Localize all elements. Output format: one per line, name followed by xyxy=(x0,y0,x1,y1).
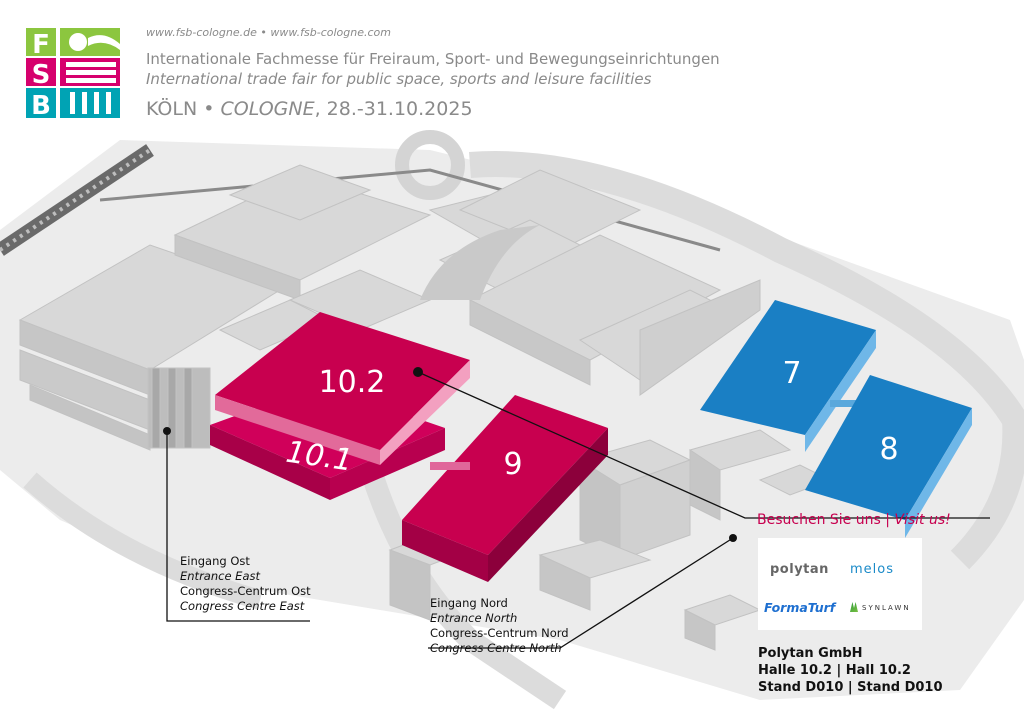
hall-9-front xyxy=(488,428,608,582)
hall-10 xyxy=(210,312,470,500)
hall-number: Halle 10.2 | Hall 10.2 xyxy=(758,663,911,678)
logo-letter-s: S xyxy=(32,60,51,90)
railway-2 xyxy=(99,168,721,252)
fair-title-english: International trade fair for public spac… xyxy=(146,70,652,88)
fair-location-dates: KÖLN • COLOGNE, 28.-31.10.2025 xyxy=(146,98,473,120)
stand-number: Stand D010 | Stand D010 xyxy=(758,680,943,695)
hall-10-2-side xyxy=(215,395,380,465)
entrance-east-label: Eingang Ost Entrance East Congress-Centr… xyxy=(180,554,311,613)
stand-leader-line xyxy=(417,371,990,519)
hall-10-2-front xyxy=(380,360,470,465)
hall-9 xyxy=(402,395,608,582)
hall-10-1-side xyxy=(210,425,330,500)
hall-8-top xyxy=(805,375,972,520)
entrance-north-leader xyxy=(428,537,734,649)
grass-icon xyxy=(850,602,858,612)
exhibitor-info: Polytan GmbH Halle 10.2 | Hall 10.2 Stan… xyxy=(758,645,943,696)
road-east xyxy=(23,472,263,610)
roundabout xyxy=(395,130,465,200)
fair-title-german: Internationale Fachmesse für Freiraum, S… xyxy=(146,50,720,68)
fsb-logo: F S B xyxy=(26,28,120,121)
entrance-north-label: Eingang Nord Entrance North Congress-Cen… xyxy=(430,596,569,655)
synlawn-logo: SYNLAWN xyxy=(850,602,911,612)
grey-buildings xyxy=(18,164,832,651)
hall-label-9: 9 xyxy=(503,447,522,482)
fair-dates: , 28.-31.10.2025 xyxy=(314,98,473,120)
hall-label-10-2: 10.2 xyxy=(319,365,386,400)
melos-logo: melos xyxy=(850,562,894,577)
brand-logos-panel: polytan melos FormaTurf SYNLAWN xyxy=(758,538,922,630)
road-ring xyxy=(469,151,1024,570)
hall-7 xyxy=(700,300,876,452)
city-english: COLOGNE xyxy=(220,98,315,120)
logo-letter-b: B xyxy=(31,91,51,121)
arched-hall xyxy=(420,225,540,300)
company-name: Polytan GmbH xyxy=(758,646,863,661)
polytan-logo: polytan xyxy=(770,562,829,577)
hall-label-8: 8 xyxy=(879,432,898,467)
hall-8-front xyxy=(905,408,972,538)
hall-7-top xyxy=(700,300,876,435)
city-german: KÖLN • xyxy=(146,98,215,120)
hall-10-2-top xyxy=(215,312,470,450)
hall-7-front xyxy=(805,330,876,452)
hall-9-top xyxy=(402,395,608,555)
hall-label-7: 7 xyxy=(782,356,801,391)
visit-us-callout: Besuchen Sie uns | Visit us! xyxy=(757,512,951,528)
hall-8 xyxy=(805,375,972,538)
hall-10-1-front xyxy=(330,428,445,500)
logo-letter-f: F xyxy=(32,30,50,60)
entrance-east-leader xyxy=(166,431,310,622)
website-urls: www.fsb-cologne.de • www.fsb-cologne.com xyxy=(146,26,391,39)
formaturf-logo: FormaTurf xyxy=(764,600,836,615)
hall-9-side xyxy=(402,520,488,582)
